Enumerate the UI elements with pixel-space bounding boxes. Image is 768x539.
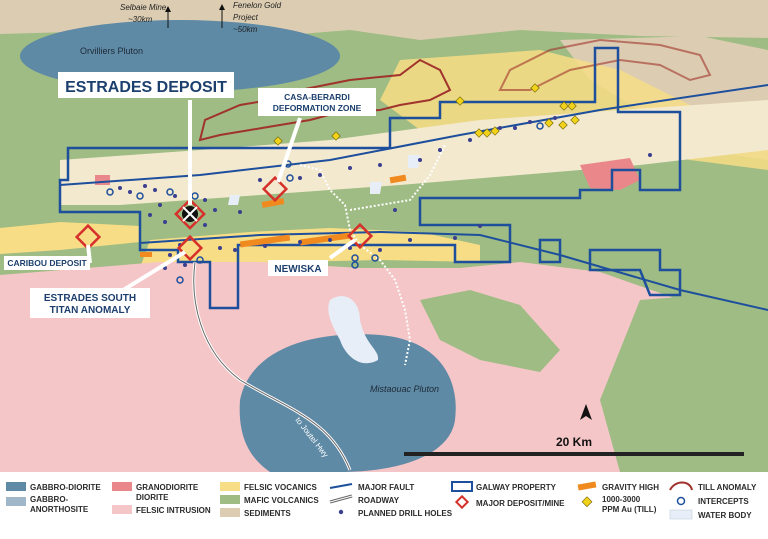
small-lake-1 (228, 195, 240, 205)
legend-galway-property: GALWAY PROPERTY (476, 483, 557, 492)
planned-drill-holes (118, 116, 652, 270)
scale-label: 20 Km (556, 435, 592, 449)
mistaouac-pluton (239, 334, 456, 472)
legend-swatch-gravity-high (577, 481, 597, 491)
central-lake (328, 296, 379, 364)
se-mafic (600, 290, 768, 472)
mistaouac-label: Mistaouac Pluton (370, 384, 439, 394)
legend-ppm-line1: 1000-3000 (602, 495, 641, 504)
legend-water-body: WATER BODY (698, 511, 752, 520)
legend-swatch-galway-property (451, 481, 473, 492)
major-fault-north (59, 84, 768, 186)
estrades-south-callout-line (118, 250, 187, 294)
casa-callout-line (276, 117, 302, 183)
estrades-deposit-label: ESTRADES DEPOSIT (65, 79, 227, 96)
legend-granodiorite-line2: DIORITE (136, 493, 169, 502)
mine-icon (182, 206, 198, 222)
west-felsic-band (0, 222, 140, 254)
selbaie-label-line1: Selbaie Mine (120, 3, 167, 12)
legend-swatch-gabbro-diorite (6, 482, 26, 491)
granodiorite-west (95, 175, 110, 185)
selbaie-arrowhead (165, 6, 171, 12)
caribou-box (4, 256, 90, 270)
legend-swatch-roadway-center (329, 495, 353, 503)
fenelon-arrowhead (219, 4, 225, 10)
estrades-south-box (30, 288, 150, 318)
selbaie-label-line2: ~30km (128, 15, 153, 24)
estrades-south-label-line1: ESTRADES SOUTH (44, 293, 136, 304)
legend-roadway: ROADWAY (358, 496, 400, 505)
legend-major-fault: MAJOR FAULT (358, 483, 414, 492)
small-lake-2 (370, 182, 382, 194)
orvilliers-label: Orvilliers Pluton (80, 46, 143, 56)
fenelon-label-line1: Fenelon Gold (233, 1, 282, 10)
legend-swatch-major-fault (329, 483, 353, 489)
legend-felsic-intrusion: FELSIC INTRUSION (136, 506, 211, 515)
fenelon-label-line3: ~50km (233, 25, 258, 34)
north-arrow-icon (580, 404, 592, 420)
scale-bar (404, 452, 744, 456)
caribou-label: CARIBOU DEPOSIT (7, 258, 87, 268)
legend-intercepts: INTERCEPTS (698, 497, 749, 506)
till-anomaly-east (498, 38, 712, 91)
trail-2 (349, 144, 446, 211)
central-sediment-band (60, 100, 768, 205)
legend-swatch-intercepts (676, 496, 686, 506)
newiska-callout-line (328, 238, 357, 260)
legend-granodiorite-line1: GRANODIORITE (136, 483, 199, 492)
legend-swatch-granodiorite (112, 482, 132, 491)
legend-till-anomaly: TILL ANOMALY (698, 483, 757, 492)
legend-felsic-vocanics: FELSIC VOCANICS (244, 483, 318, 492)
galway-property-claim-1 (538, 238, 562, 264)
legend-swatch-ppm-au (581, 496, 593, 508)
estrades-deposit-box (58, 72, 234, 98)
legend-swatch-gabbro-anorthosite (6, 497, 26, 506)
granodiorite-east (580, 158, 640, 190)
legend-planned-drill-holes: PLANNED DRILL HOLES (358, 509, 453, 518)
ppm-au-till-markers (273, 83, 580, 146)
newiska-box (268, 260, 328, 276)
legend-swatch-major-deposit (454, 494, 470, 510)
legend-mafic-volcanics: MAFIC VOLCANICS (244, 496, 319, 505)
galway-property-claim-2 (588, 248, 682, 297)
legend-sediments: SEDIMENTS (244, 509, 291, 518)
gravity-high-markers (140, 174, 407, 257)
legend-gravity-high: GRAVITY HIGH (602, 483, 659, 492)
legend-gabbro-anorthosite-line1: GABBRO- (30, 495, 69, 504)
estrades-south-label-line2: TITAN ANOMALY (50, 305, 131, 316)
legend-gabbro-diorite: GABBRO-DIORITE (30, 483, 101, 492)
legend-swatch-drill-holes (338, 509, 344, 515)
legend-swatch-felsic-intrusion (112, 505, 132, 514)
legend-swatch-mafic-volcanics (220, 495, 240, 504)
central-south-mafic (420, 290, 560, 372)
casa-berardi-label-line1: CASA-BERARDI (284, 92, 350, 102)
legend-major-deposit: MAJOR DEPOSIT/MINE (476, 499, 565, 508)
newiska-label: NEWISKA (274, 264, 321, 275)
legend-gabbro-anorthosite-line2: ANORTHOSITE (30, 505, 89, 514)
legend-swatch-water-body (669, 509, 693, 520)
legend-swatch-felsic-vocanics (220, 482, 240, 491)
legend-ppm-line2: PPM Au (TILL) (602, 505, 657, 514)
legend-swatch-sediments (220, 508, 240, 517)
roadway-joutel-center (193, 261, 351, 471)
legend-swatch-till-anomaly (669, 481, 693, 491)
galway-property-boundary (58, 46, 682, 310)
small-lake-3 (408, 155, 420, 168)
fenelon-label-line2: Project (233, 13, 259, 22)
casa-berardi-label-line2: DEFORMATION ZONE (273, 103, 362, 113)
casa-berardi-box (258, 88, 376, 116)
